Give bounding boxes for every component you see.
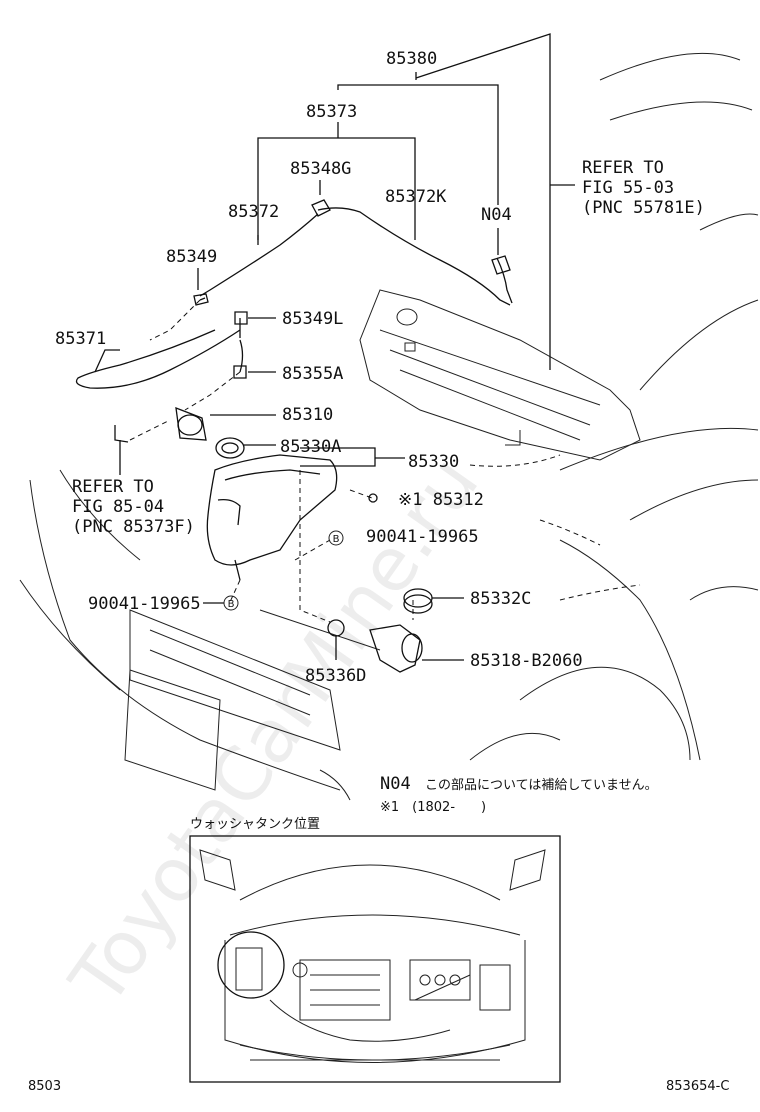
car-body-outline bbox=[19, 52, 759, 801]
part-label-85348G: 85348G bbox=[290, 159, 351, 179]
dashed-leaders bbox=[129, 299, 641, 623]
part-label-85349L: 85349L bbox=[282, 309, 343, 329]
part-label-bolt-left: 90041-19965 bbox=[88, 594, 201, 614]
hoses bbox=[75, 207, 513, 443]
footer-left-code: 8503 bbox=[28, 1079, 61, 1094]
refer-left: REFER TO FIG 85-04 (PNC 85373F) bbox=[72, 477, 195, 537]
part-label-N04: N04 bbox=[481, 205, 512, 225]
part-label-85380: 85380 bbox=[386, 49, 437, 69]
refer-left-line2: FIG 85-04 bbox=[72, 497, 164, 517]
inset-frame bbox=[189, 835, 561, 1083]
part-label-85330: 85330 bbox=[408, 452, 459, 472]
refer-right-line3: (PNC 55781E) bbox=[582, 198, 705, 218]
part-label-85355A: 85355A bbox=[282, 364, 343, 384]
part-label-85372K: 85372K bbox=[385, 187, 447, 207]
refer-left-line1: REFER TO bbox=[72, 477, 154, 497]
part-label-85318: 85318-B2060 bbox=[470, 651, 583, 671]
refer-right: REFER TO FIG 55-03 (PNC 55781E) bbox=[582, 158, 705, 218]
refer-right-line2: FIG 55-03 bbox=[582, 178, 674, 198]
note-n04-text: この部品については補給していません。 bbox=[425, 778, 658, 793]
part-label-85372: 85372 bbox=[228, 202, 279, 222]
part-label-85332C: 85332C bbox=[470, 589, 531, 609]
refer-right-line1: REFER TO bbox=[582, 158, 664, 178]
part-labels: 85380 85373 85348G 85372 85372K N04 8534… bbox=[55, 49, 583, 686]
leader-lines bbox=[94, 33, 575, 661]
refer-left-line3: (PNC 85373F) bbox=[72, 517, 195, 537]
part-label-85312: ※1 85312 bbox=[398, 490, 484, 510]
part-label-85310: 85310 bbox=[282, 405, 333, 425]
tank-location-highlight bbox=[217, 931, 285, 999]
part-label-85371: 85371 bbox=[55, 329, 106, 349]
cowl-panel bbox=[359, 289, 641, 461]
part-label-85330A: 85330A bbox=[280, 437, 341, 457]
bolt-b-symbols: B B bbox=[223, 530, 344, 611]
bolt-b-icon: B bbox=[333, 534, 340, 545]
notes: N04 この部品については補給していません。 ※1 (1802- ) bbox=[380, 774, 658, 815]
part-label-bolt-right: 90041-19965 bbox=[366, 527, 479, 547]
part-shapes bbox=[175, 199, 511, 673]
note-n04-code: N04 bbox=[380, 774, 411, 794]
part-label-85336D: 85336D bbox=[305, 666, 366, 686]
inset-caption: ウォッシャタンク位置 bbox=[190, 817, 320, 832]
note-footnote: ※1 (1802- ) bbox=[380, 800, 486, 815]
footer-right-code: 853654-C bbox=[666, 1079, 729, 1094]
bolt-b-icon: B bbox=[228, 599, 235, 610]
part-label-85349: 85349 bbox=[166, 247, 217, 267]
part-label-85373: 85373 bbox=[306, 102, 357, 122]
